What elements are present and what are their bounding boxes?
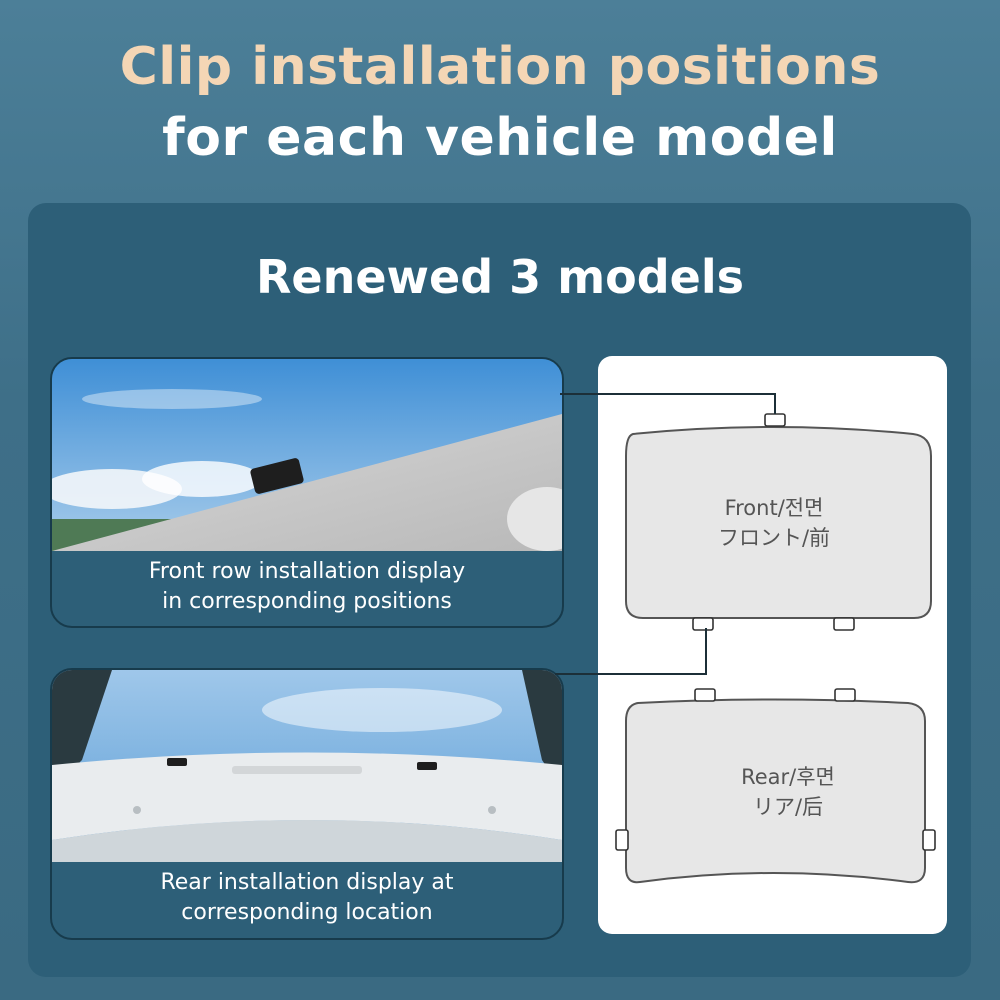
clip-position-diagram (598, 356, 947, 934)
front-shade-label: Front/전면 フロント/前 (674, 493, 874, 553)
rear-top-right-clip (834, 688, 856, 702)
rear-label-line-2: リア/后 (752, 795, 824, 819)
panel-title: Renewed 3 models (255, 250, 745, 304)
rear-installation-photo (52, 670, 562, 862)
front-installation-card: Front row installation display in corres… (50, 357, 564, 628)
sunshade-outlines (615, 413, 936, 884)
rear-installation-card: Rear installation display at correspondi… (50, 668, 564, 940)
front-label-line-1: Front/전면 (724, 496, 824, 520)
front-label-line-2: フロント/前 (717, 526, 831, 550)
front-top-clip (764, 413, 786, 427)
headline-line-1: Clip installation positions (119, 37, 881, 97)
front-bottom-left-clip (692, 617, 714, 631)
rear-caption: Rear installation display at correspondi… (52, 868, 562, 928)
front-caption-line-1: Front row installation display (148, 559, 466, 584)
rear-side-right-clip (922, 829, 936, 851)
rear-caption-line-1: Rear installation display at (160, 870, 454, 895)
headline-line-2: for each vehicle model (162, 108, 838, 168)
rear-label-line-1: Rear/후면 (741, 765, 835, 789)
rear-top-left-clip (694, 688, 716, 702)
rear-shade-outline (625, 698, 926, 884)
rear-caption-line-2: corresponding location (181, 900, 433, 925)
rear-shade-label: Rear/후면 リア/后 (688, 762, 888, 822)
front-caption-line-2: in corresponding positions (162, 589, 452, 614)
front-bottom-right-clip (833, 617, 855, 631)
front-shade-outline (625, 426, 932, 619)
front-caption: Front row installation display in corres… (52, 557, 562, 617)
front-installation-photo (52, 359, 562, 551)
rear-side-left-clip (615, 829, 629, 851)
